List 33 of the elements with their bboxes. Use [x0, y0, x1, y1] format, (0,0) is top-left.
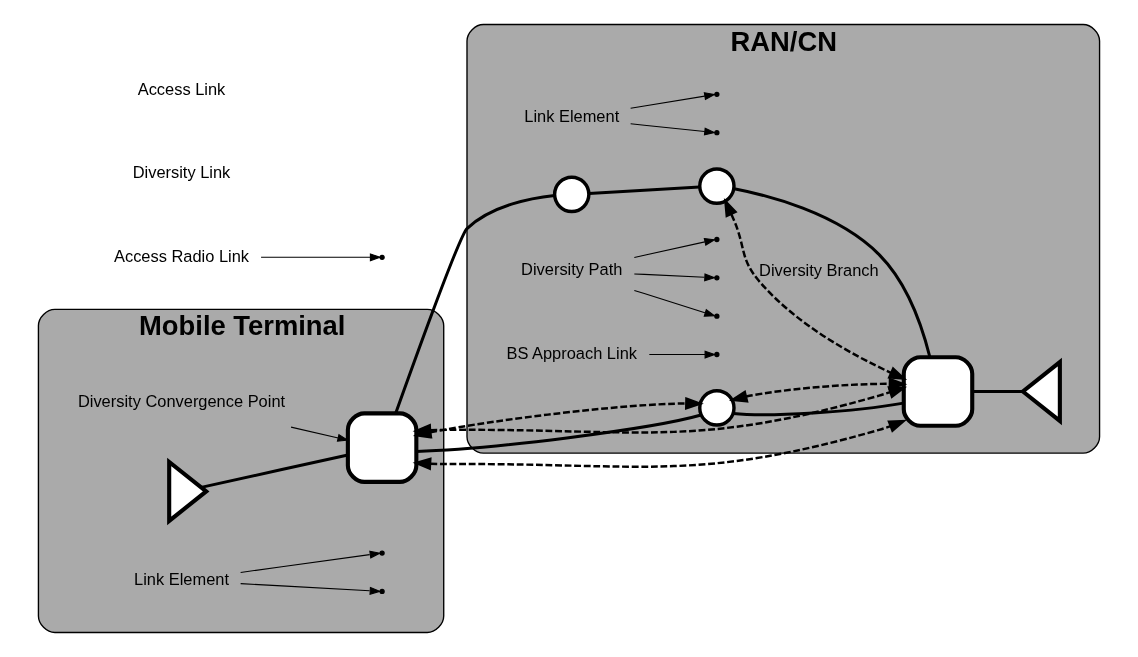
arrow: [630, 123, 716, 136]
node-text: BS Approach Link: [506, 343, 638, 362]
node-triangle: [167, 457, 210, 526]
arrow: [633, 273, 717, 282]
node-triangle: [1019, 357, 1062, 426]
node-text: Diversity Path: [521, 260, 623, 279]
arrow: [648, 350, 717, 359]
arrow: [633, 237, 717, 258]
edge-label: Diversity Branch: [759, 260, 879, 279]
connector: [588, 185, 700, 195]
connector: [416, 413, 702, 453]
node-circle: [552, 175, 591, 214]
connector: [972, 389, 1023, 393]
node-text: Diversity Convergence Point: [77, 391, 286, 410]
node-circle: [698, 389, 736, 427]
arrow: [723, 198, 908, 380]
connector: [200, 453, 349, 489]
node-text: Link Element: [524, 106, 620, 125]
label: Access Link: [137, 79, 226, 98]
arrow: [630, 92, 716, 109]
connector: [394, 193, 555, 414]
node-circle: [698, 167, 736, 205]
node-box: [345, 411, 419, 484]
connector: [733, 187, 932, 358]
arrow: [240, 583, 382, 595]
connector: [733, 401, 904, 417]
node-box: [901, 355, 975, 428]
arrow: [260, 253, 382, 262]
arrow: [240, 550, 382, 573]
node-text: Link Element: [134, 569, 229, 588]
arrow: [633, 289, 716, 317]
label: Diversity Link: [132, 163, 231, 182]
node-text: Access Radio Link: [113, 246, 250, 265]
